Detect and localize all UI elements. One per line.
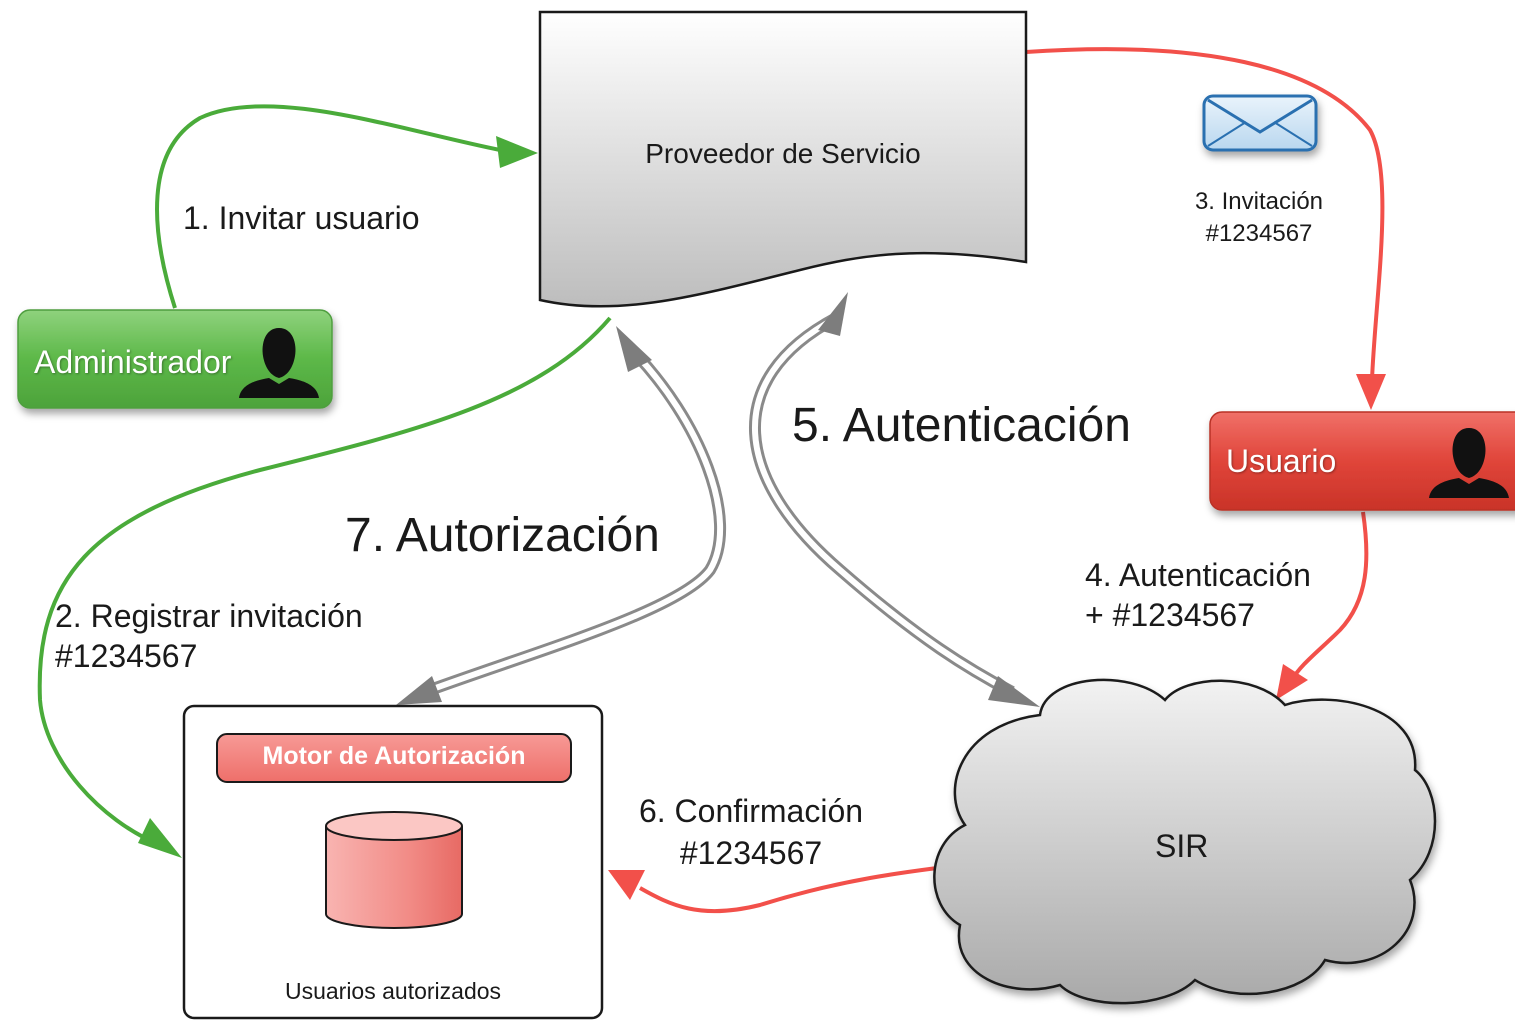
edge-invitation: [1025, 47, 1385, 381]
edge-label-register-invitation: 2. Registrar invitación #1234567: [55, 596, 363, 676]
edge-label-confirmation: 6. Confirmación #1234567: [628, 790, 874, 874]
edge-label-authentication-provider: 5. Autenticación: [792, 399, 1131, 452]
arrowhead-authentication-user: [1276, 664, 1308, 700]
authorization-engine-title-pill: [216, 733, 572, 783]
edge-label-invitation-line2: #1234567: [1205, 220, 1313, 247]
service-provider-label: Proveedor de Servicio: [645, 138, 921, 169]
authorization-engine-title: Motor de Autorización: [262, 742, 526, 770]
edge-invite-user: [155, 104, 501, 309]
edge-authentication-user: [1290, 511, 1369, 682]
user-label: Usuario: [1226, 443, 1337, 479]
arrowhead-invite-user: [496, 136, 538, 168]
edge-authentication-provider-sir: [749, 292, 1040, 707]
person-silhouette-icon: [1429, 428, 1509, 498]
person-silhouette-icon: [239, 328, 319, 398]
administrator-label: Administrador: [34, 344, 232, 380]
edge-label-invite-user: 1. Invitar usuario: [183, 200, 420, 236]
arrowhead-invitation: [1356, 374, 1386, 410]
edge-label-authentication-user-line2: + #1234567: [1085, 597, 1255, 633]
arrowhead-register-invitation: [138, 818, 182, 858]
edge-label-authorization: 7. Autorización: [345, 509, 660, 562]
edge-register-invitation: [37, 316, 612, 847]
service-provider-node: [538, 10, 1028, 308]
edge-authorization: [396, 326, 727, 705]
edge-label-confirmation-line1: 6. Confirmación: [638, 793, 864, 829]
authorized-users-caption: Usuarios autorizados: [284, 978, 502, 1004]
sir-label: SIR: [1155, 828, 1209, 864]
arrowhead-confirmation: [608, 870, 645, 900]
sir-cloud-node: [933, 678, 1437, 1005]
edge-label-confirmation-line2: #1234567: [679, 835, 823, 871]
edge-label-authentication-user: 4. Autenticación + #1234567: [1085, 555, 1311, 635]
edge-label-invitation-line1: 3. Invitación: [1194, 188, 1324, 215]
envelope-icon: [1202, 94, 1318, 152]
edge-label-invitation: 3. Invitación #1234567: [1175, 186, 1343, 250]
edge-confirmation: [639, 860, 987, 914]
database-icon: [325, 811, 463, 929]
edge-label-register-invitation-line1: 2. Registrar invitación: [55, 598, 363, 634]
edge-label-authentication-user-line1: 4. Autenticación: [1085, 557, 1311, 593]
edge-label-register-invitation-line2: #1234567: [55, 638, 198, 674]
